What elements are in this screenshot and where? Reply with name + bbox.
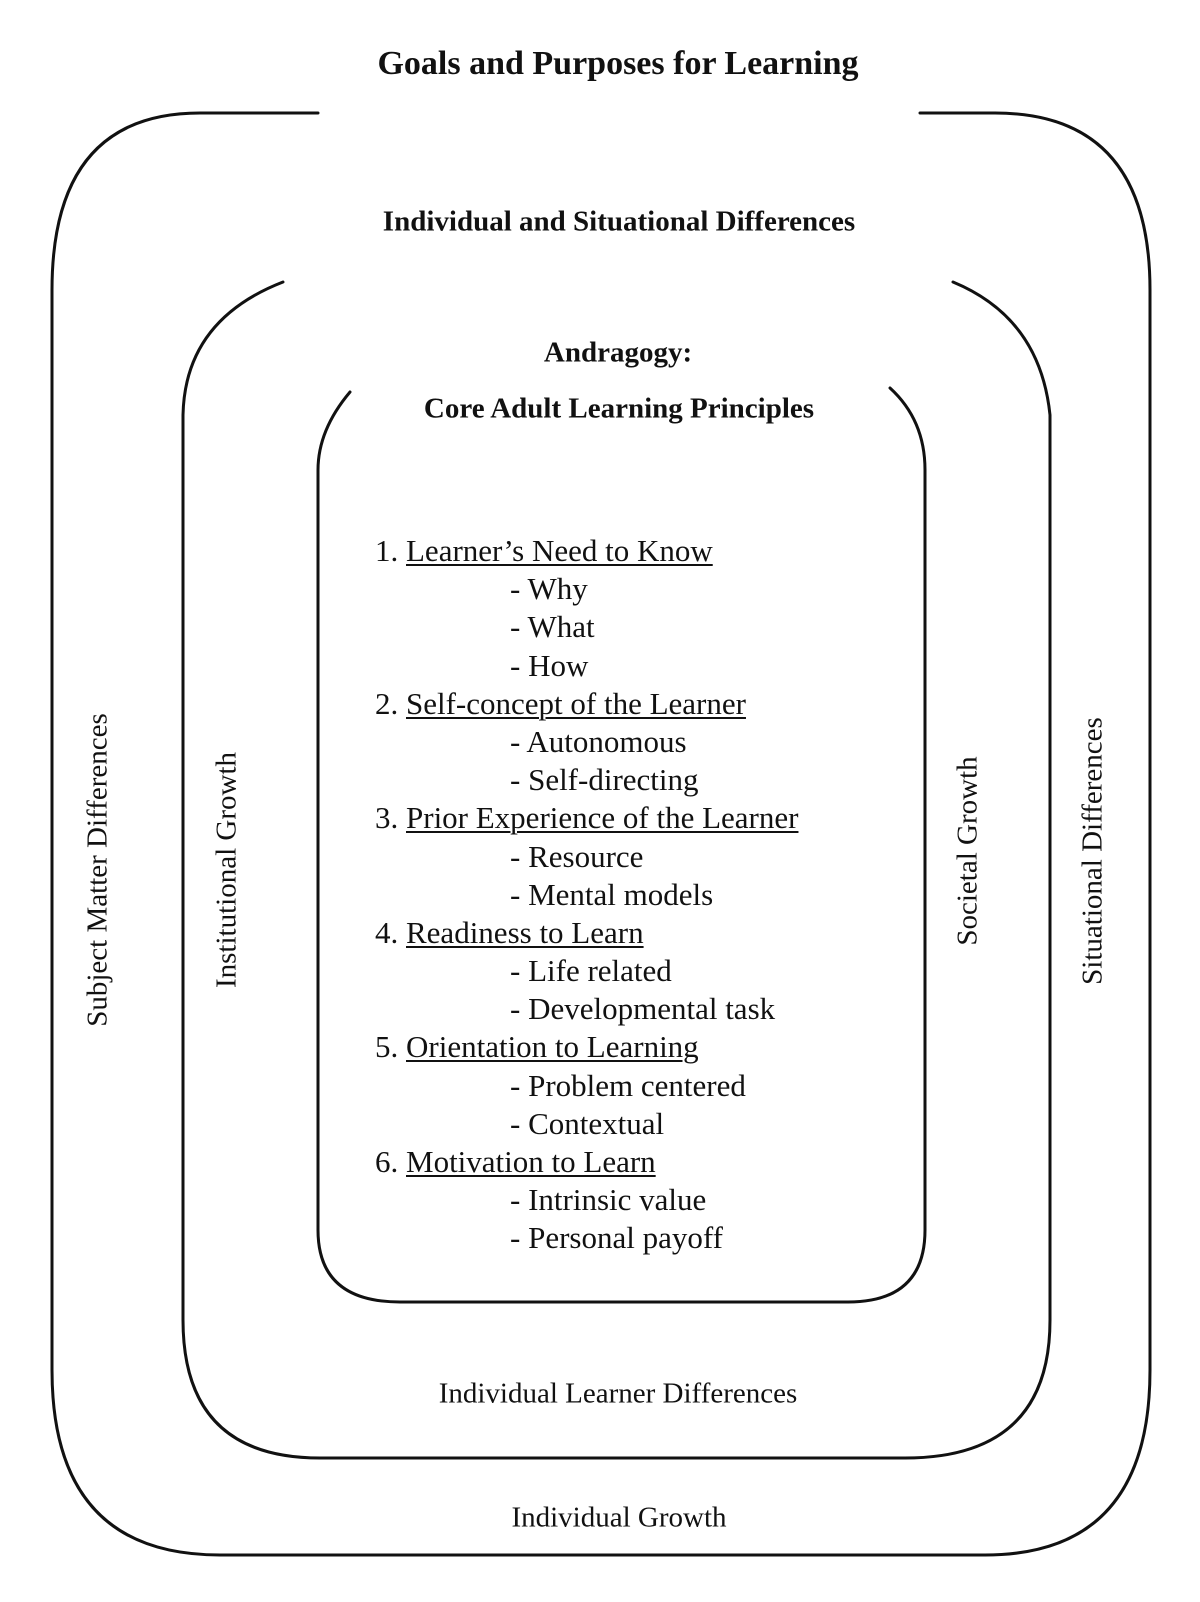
principle-heading: 1. Learner’s Need to Know	[375, 532, 895, 570]
outer-right-label: Situational Differences	[1076, 717, 1109, 985]
principle-subitem: - Mental models	[510, 876, 714, 912]
principle-subitem: - Problem centered	[510, 1067, 746, 1103]
principle-number: 4.	[375, 914, 399, 950]
middle-ring-border	[181, 280, 1052, 1460]
principle-subitems: - Intrinsic value- Personal payoff	[375, 1181, 895, 1257]
middle-bottom-label: Individual Learner Differences	[438, 1377, 798, 1410]
principle-subitem: - How	[510, 647, 589, 683]
principle-title: Prior Experience of the Learner	[406, 800, 799, 836]
principle-item: 3. Prior Experience of the Learner- Reso…	[375, 799, 895, 914]
middle-top-label: Individual and Situational Differences	[382, 205, 856, 238]
principle-title: Self-concept of the Learner	[406, 685, 746, 721]
principle-heading: 5. Orientation to Learning	[375, 1028, 895, 1066]
principle-subitem: - Intrinsic value	[510, 1182, 707, 1218]
middle-right-label: Societal Growth	[951, 756, 984, 946]
principle-title: Readiness to Learn	[406, 914, 644, 950]
principle-subitems: - Problem centered- Contextual	[375, 1067, 895, 1143]
principle-item: 2. Self-concept of the Learner- Autonomo…	[375, 685, 895, 800]
core-ring-border	[316, 386, 927, 1304]
principle-subitems: - Autonomous- Self-directing	[375, 723, 895, 799]
principle-heading: 6. Motivation to Learn	[375, 1143, 895, 1181]
principle-number: 3.	[375, 800, 399, 836]
principle-subitems: - Why- What- How	[375, 570, 895, 685]
principle-item: 6. Motivation to Learn- Intrinsic value-…	[375, 1143, 895, 1258]
principle-heading: 2. Self-concept of the Learner	[375, 685, 895, 723]
outer-bottom-label: Individual Growth	[511, 1501, 727, 1534]
principle-subitems: - Life related- Developmental task	[375, 952, 895, 1028]
principle-number: 1.	[375, 533, 399, 568]
outer-top-label: Goals and Purposes for Learning	[377, 45, 859, 82]
principle-subitem: - Self-directing	[510, 762, 699, 798]
principle-item: 1. Learner’s Need to Know- Why- What- Ho…	[375, 532, 895, 685]
principle-subitem: - Resource	[510, 838, 644, 874]
principle-number: 6.	[375, 1144, 399, 1179]
principle-number: 5.	[375, 1029, 399, 1065]
principle-title: Orientation to Learning	[406, 1029, 699, 1065]
principle-subitem: - Why	[510, 571, 588, 607]
outer-ring-border	[50, 111, 1152, 1557]
principle-subitem: - Personal payoff	[510, 1220, 723, 1256]
outer-left-label: Subject Matter Differences	[81, 713, 114, 1027]
principle-subitems: - Resource- Mental models	[375, 838, 895, 914]
principles-list: 1. Learner’s Need to Know- Why- What- Ho…	[375, 532, 895, 1258]
principle-subitem: - Contextual	[510, 1105, 665, 1141]
principle-title: Learner’s Need to Know	[406, 533, 713, 568]
principle-heading: 3. Prior Experience of the Learner	[375, 799, 895, 837]
principle-item: 4. Readiness to Learn- Life related- Dev…	[375, 914, 895, 1029]
principle-title: Motivation to Learn	[406, 1144, 656, 1179]
core-title-line2: Core Adult Learning Principles	[423, 392, 815, 425]
principle-heading: 4. Readiness to Learn	[375, 914, 895, 952]
middle-left-label: Institutional Growth	[210, 751, 243, 989]
principle-number: 2.	[375, 685, 399, 721]
principle-subitem: - What	[510, 609, 595, 645]
core-title-line1: Andragogy:	[543, 336, 693, 369]
principle-subitem: - Developmental task	[510, 991, 776, 1027]
principle-subitem: - Autonomous	[510, 723, 687, 759]
principle-subitem: - Life related	[510, 953, 672, 989]
principle-item: 5. Orientation to Learning- Problem cent…	[375, 1028, 895, 1143]
